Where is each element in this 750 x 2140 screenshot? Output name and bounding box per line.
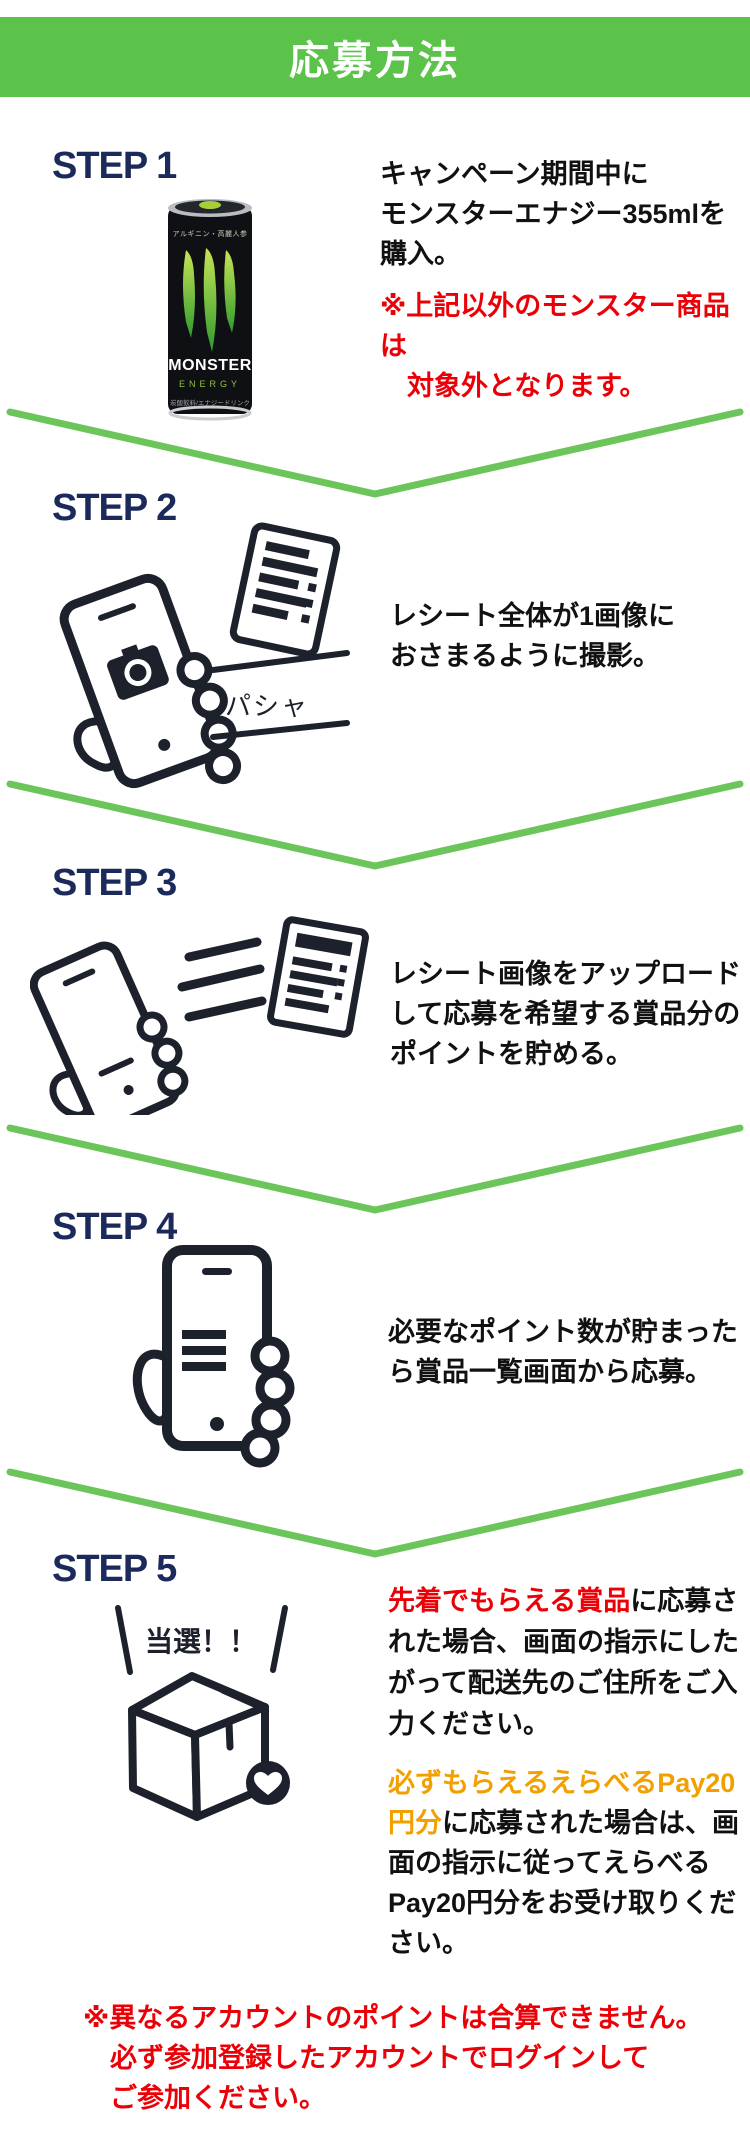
step5-label: STEP 5: [52, 1548, 177, 1590]
receipt-icon: [267, 916, 369, 1038]
hand-phone-camera-receipt-icon: パシャ: [59, 522, 350, 789]
can-base-rim: [168, 405, 252, 421]
header-band: 応募方法: [0, 17, 750, 97]
home-dot: [210, 1417, 224, 1431]
step5-para1-rest: に応募された場合、画面の指示にしたがって配送先のご住所をご入力ください。: [388, 1586, 739, 1739]
monster-energy-can-image: アルギニン・高麗人参 MONSTER ENERGY 炭酸飲料/エナジードリンク: [168, 199, 252, 421]
step5-para2-highlight: 必ずもらえるえらべるPay20円分: [388, 1768, 736, 1838]
shutter-line-top: [210, 650, 350, 673]
step3-label: STEP 3: [52, 862, 177, 904]
upload-speed-lines: [177, 937, 267, 1022]
step2-label: STEP 2: [52, 487, 177, 529]
prize-box-heart-icon: 当選！！: [115, 1605, 290, 1821]
can-top-text: アルギニン・高麗人参: [173, 229, 248, 238]
hand-phone-list-icon: [132, 1245, 295, 1468]
step1-label: STEP 1: [52, 145, 177, 187]
can-bottom-text: 炭酸飲料/エナジードリンク: [170, 398, 250, 407]
prize-box: [128, 1672, 269, 1821]
step5-para2: 必ずもらえるえらべるPay20円分に応募された場合は、画面の指示に従ってえらべる…: [388, 1763, 750, 1963]
phone-upload-receipt-icon: [30, 916, 369, 1115]
step4-text: 必要なポイント数が貯まった ら賞品一覧画面から応募。: [388, 1317, 738, 1387]
shutter-line-bottom: [210, 720, 350, 740]
menu-lines-icon: [182, 1330, 226, 1371]
win-ray-right: [270, 1605, 288, 1673]
can-tab: [199, 201, 221, 209]
claw-left: [183, 250, 195, 338]
chevron-divider-3: [6, 1124, 744, 1214]
chevron-divider-1: [6, 408, 744, 498]
heart-icon: [254, 1771, 282, 1795]
win-text: 当選！！: [145, 1626, 257, 1657]
chevron-divider-4: [6, 1468, 744, 1558]
claw-right: [224, 250, 236, 333]
chevron-divider-2: [6, 780, 744, 870]
step5-para1: 先着でもらえる賞品に応募された場合、画面の指示にしたがって配送先のご住所をご入力…: [388, 1581, 750, 1745]
can-brand-text: MONSTER: [168, 357, 252, 374]
win-ray-left: [115, 1605, 133, 1675]
receipt-icon: [229, 522, 341, 658]
speaker-bar: [202, 1268, 232, 1275]
step4-label: STEP 4: [52, 1206, 177, 1248]
step2-text: レシート全体が1画像に おさまるように撮影。: [390, 601, 676, 671]
camera-icon: [107, 644, 169, 700]
step5-para2-rest: に応募された場合は、画面の指示に従ってえらべるPay20円分をお受け取りください…: [388, 1808, 739, 1958]
step3-text: レシート画像をアップロード して応募を希望する賞品分の ポイントを貯める。: [390, 959, 741, 1069]
footer-account-note: ※異なるアカウントのポイントは合算できません。 必ず参加登録したアカウントでログ…: [83, 2003, 703, 2113]
shutter-sfx-text: パシャ: [225, 691, 309, 721]
step1-text: キャンペーン期間中に モンスターエナジー355mlを 購入。: [380, 159, 727, 269]
step1-warning-note: ※上記以外のモンスター商品は 対象外となります。: [380, 291, 730, 401]
hand-holding-phone-icon: [59, 573, 242, 789]
page-title: 応募方法: [289, 39, 461, 83]
step5-para1-highlight: 先着でもらえる賞品: [388, 1586, 631, 1616]
can-subbrand-text: ENERGY: [179, 379, 241, 389]
hand-holding-phone-icon: [30, 941, 189, 1115]
claw-middle: [203, 248, 217, 352]
